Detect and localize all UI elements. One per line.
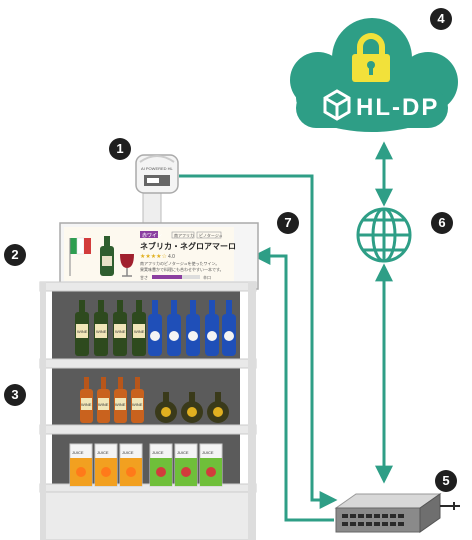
wine-bottles-green: WINE WINE WINE WINE bbox=[75, 300, 146, 356]
wine-glass-icon bbox=[120, 254, 134, 277]
wine-bottle: WINE bbox=[132, 300, 146, 356]
juice-label-text: JUICE bbox=[202, 450, 214, 455]
wine-label-text: WINE bbox=[77, 329, 88, 334]
signage-small-tag-2: ピノタージュ bbox=[199, 232, 223, 238]
wine-bottle-icon bbox=[100, 236, 114, 276]
connections bbox=[179, 141, 393, 522]
callout-4: 4 bbox=[430, 8, 452, 30]
signage-stars: ★★★★☆ bbox=[140, 253, 167, 260]
callout-2: 2 bbox=[4, 244, 26, 266]
juice-label-text: JUICE bbox=[122, 450, 134, 455]
callout-3: 3 bbox=[4, 384, 26, 406]
router-signage-line bbox=[252, 247, 334, 522]
beer-bottle: WINE bbox=[97, 377, 110, 423]
callout-5: 5 bbox=[435, 470, 457, 492]
camera-router-line bbox=[179, 174, 338, 509]
signage-display: 赤ワイン 南アフリカ ピノタージュ ネブリカ・ネグロアマーロ ★★★★☆ 4.0… bbox=[59, 222, 259, 290]
signage-rating: 4.0 bbox=[168, 254, 175, 260]
signage-desc-2: 果実味豊かで料理にも合わせやすい一本です。 bbox=[140, 266, 224, 272]
juice-carton: JUICE bbox=[94, 443, 118, 487]
wine-bottle: WINE bbox=[94, 300, 108, 356]
cube-logo-icon bbox=[323, 89, 351, 121]
juice-carton: JUICE bbox=[199, 443, 223, 487]
cloud-brand-text: HL-DP bbox=[356, 94, 439, 121]
power-cable bbox=[440, 502, 460, 510]
signage-tag: 赤ワイン bbox=[142, 233, 162, 239]
wine-label-text: WINE bbox=[132, 402, 143, 407]
wine-label-text: WINE bbox=[115, 329, 126, 334]
callout-7: 7 bbox=[277, 212, 299, 234]
juice-label-text: JUICE bbox=[177, 450, 189, 455]
signage-bar-right: 辛口 bbox=[203, 274, 211, 280]
juice-carton: JUICE bbox=[119, 443, 143, 487]
signage-small-tag-1: 南アフリカ bbox=[174, 232, 194, 238]
callout-1: 1 bbox=[109, 138, 131, 160]
juice-carton: JUICE bbox=[174, 443, 198, 487]
signage-title: ネブリカ・ネグロアマーロ bbox=[140, 241, 236, 251]
cloud: HL-DP bbox=[290, 18, 458, 132]
juice-carton: JUICE bbox=[69, 443, 93, 487]
round-bottle bbox=[155, 392, 177, 423]
blue-bottle bbox=[186, 300, 200, 356]
globe-icon bbox=[356, 207, 412, 263]
wine-label-text: WINE bbox=[98, 402, 109, 407]
switch-ports bbox=[342, 514, 404, 526]
beer-bottle: WINE bbox=[131, 377, 144, 423]
blue-bottle bbox=[205, 300, 219, 356]
round-bottle bbox=[207, 392, 229, 423]
wine-label-text: WINE bbox=[96, 329, 107, 334]
wine-label-text: WINE bbox=[134, 329, 145, 334]
round-bottles bbox=[155, 392, 229, 423]
network-switch bbox=[334, 493, 460, 533]
wine-label-text: WINE bbox=[115, 402, 126, 407]
wine-bottle: WINE bbox=[113, 300, 127, 356]
wine-bottle: WINE bbox=[75, 300, 89, 356]
wine-bottles-blue bbox=[148, 300, 236, 356]
beer-bottle: WINE bbox=[80, 377, 93, 423]
lock-icon bbox=[352, 33, 390, 82]
blue-bottle bbox=[222, 300, 236, 356]
wine-label-text: WINE bbox=[81, 402, 92, 407]
juice-label-text: JUICE bbox=[72, 450, 84, 455]
signage-desc-1: 南アフリカのピノタージュを使ったワイン。 bbox=[140, 260, 219, 266]
juice-label-text: JUICE bbox=[97, 450, 109, 455]
beer-bottles-brown: WINE WINE WINE WINE bbox=[80, 377, 144, 423]
beer-bottle: WINE bbox=[114, 377, 127, 423]
juice-label-text: JUICE bbox=[152, 450, 164, 455]
blue-bottle bbox=[148, 300, 162, 356]
camera-label: AI POWERED HL bbox=[141, 166, 174, 171]
round-bottle bbox=[181, 392, 203, 423]
blue-bottle bbox=[167, 300, 181, 356]
signage-bar-left: 甘さ bbox=[140, 274, 148, 280]
camera-device: AI POWERED HL bbox=[135, 154, 179, 225]
italy-flag-icon bbox=[69, 237, 91, 276]
juice-cartons: JUICE JUICE JUICE JUICE JUICE JUICE bbox=[69, 443, 223, 487]
callout-6: 6 bbox=[431, 212, 453, 234]
juice-carton: JUICE bbox=[149, 443, 173, 487]
